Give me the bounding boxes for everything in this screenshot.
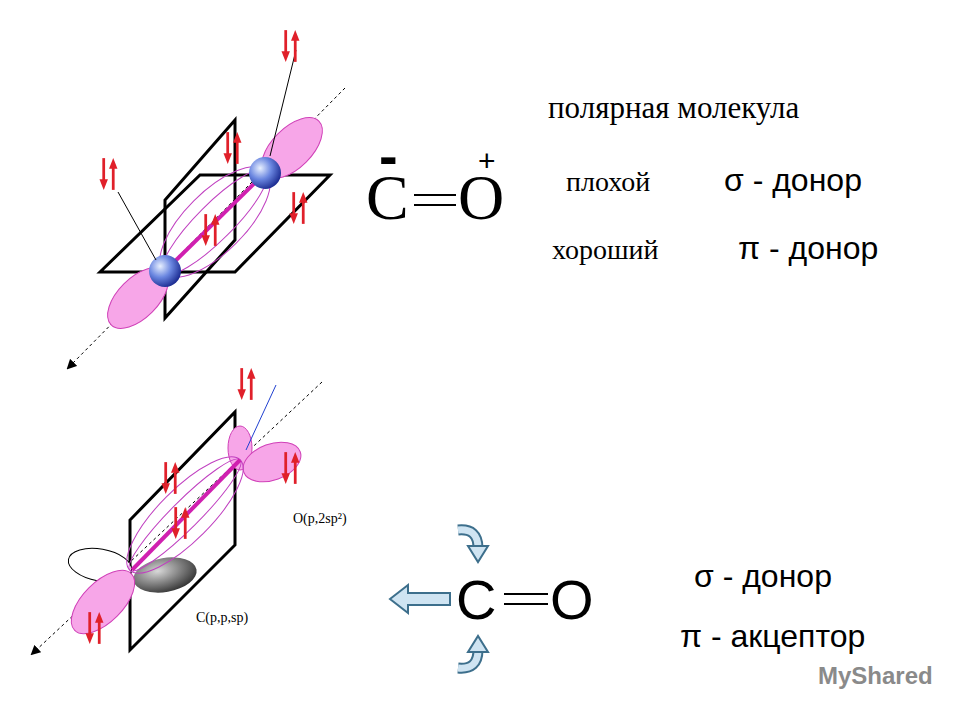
- orbital-label: C(p,p,sp): [196, 611, 248, 625]
- orbital-label: O(p,2sp²): [293, 512, 347, 526]
- bottom-molecule: [32, 368, 322, 654]
- property-label: σ - донор: [724, 164, 862, 196]
- property-label: π - донор: [738, 232, 878, 264]
- top-molecule: [68, 30, 345, 368]
- atom-symbol: C: [366, 166, 409, 230]
- property-label: σ - донор: [694, 560, 832, 592]
- atom-symbol: O: [458, 166, 504, 230]
- quality-word: хороший: [552, 236, 658, 264]
- heading-note: полярная молекула: [548, 92, 799, 123]
- watermark: MyShared: [818, 664, 933, 688]
- property-label: π - акцептор: [680, 620, 865, 652]
- atom-symbol: O: [550, 572, 594, 628]
- quality-word: плохой: [566, 168, 650, 196]
- atom-symbol: C: [456, 572, 496, 628]
